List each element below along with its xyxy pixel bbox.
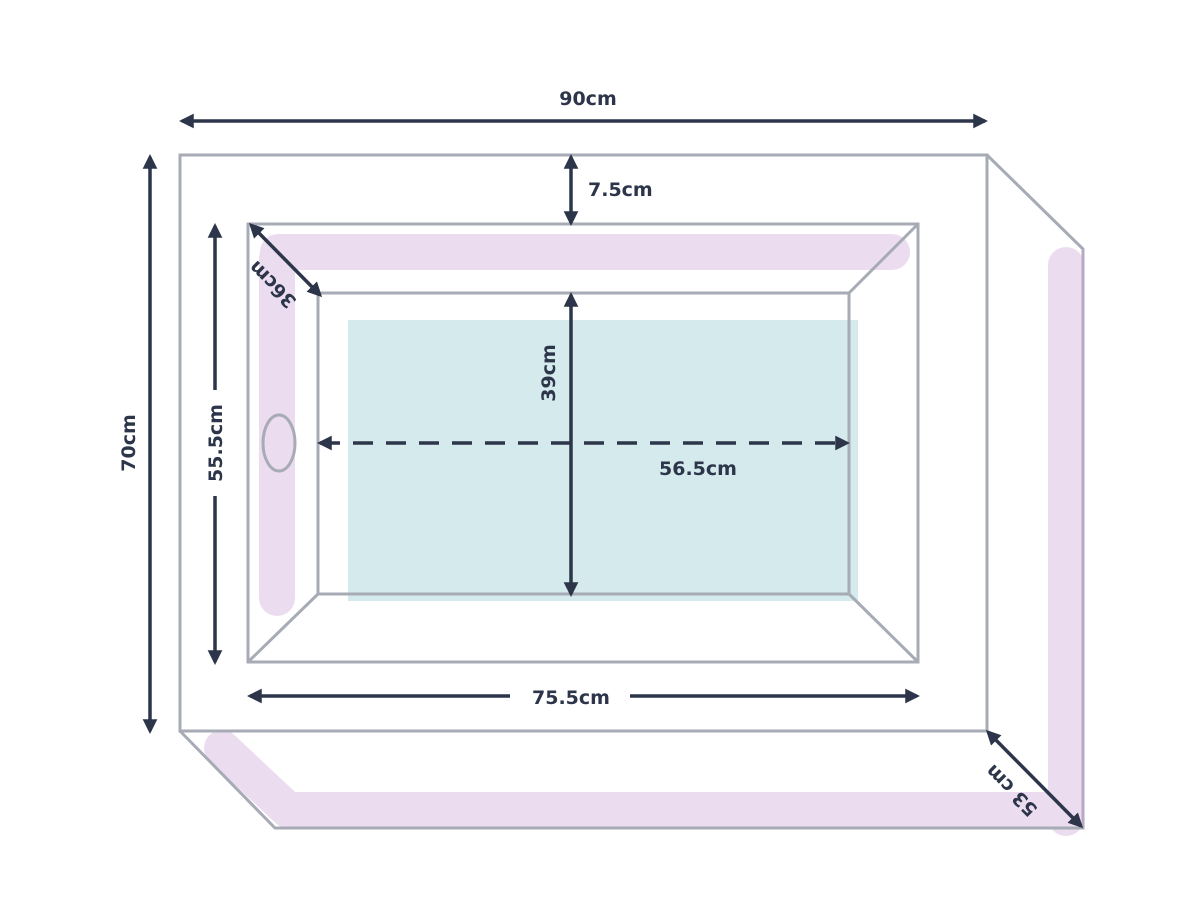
tub-width-label: 55.5cm — [205, 404, 227, 482]
drain-icon — [261, 413, 297, 473]
inner-length-label: 56.5cm — [659, 458, 737, 480]
bottom-panel-highlight — [204, 730, 1084, 828]
tub-top-outline — [246, 222, 920, 664]
side-height-arrow — [985, 729, 1084, 829]
tub-length-label: 75.5cm — [532, 687, 610, 709]
rim-width-label: 7.5cm — [588, 179, 653, 201]
overall-depth-label: 70cm — [118, 414, 140, 472]
corner-slope-arrow — [248, 222, 323, 298]
water-area — [348, 320, 858, 601]
inner-width-label: 39cm — [538, 344, 560, 402]
tub-corner-lines — [246, 222, 920, 664]
overall-width-label: 90cm — [559, 88, 617, 110]
outer-rim-outline — [178, 153, 989, 733]
